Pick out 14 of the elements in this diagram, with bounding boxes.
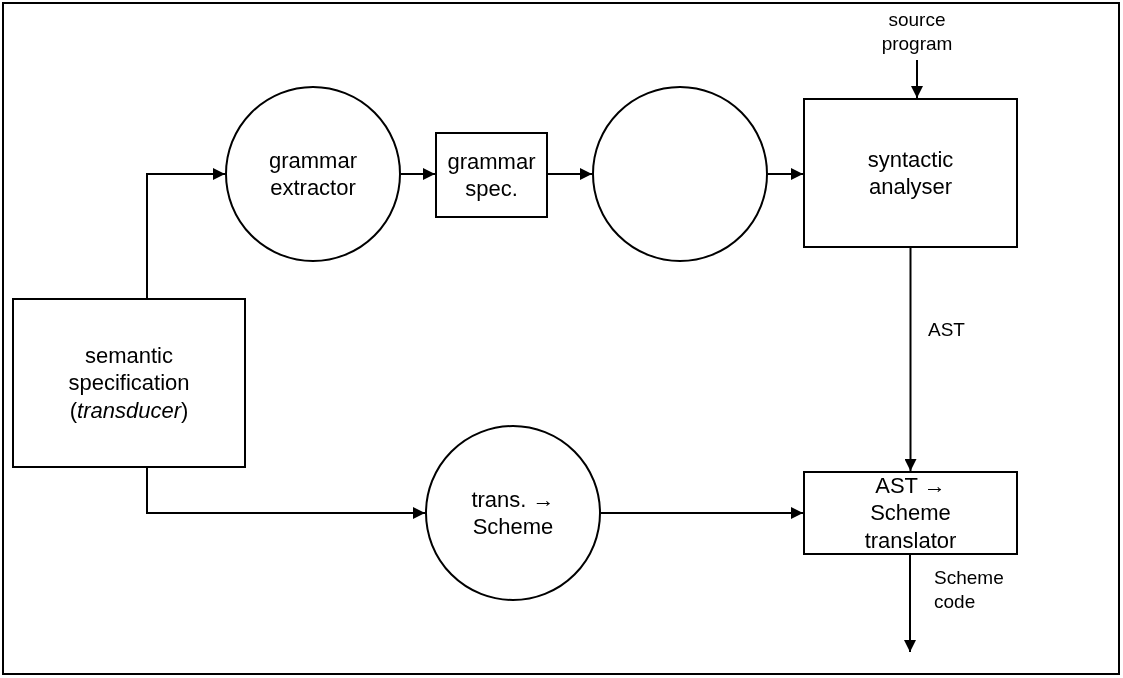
arrow bbox=[547, 168, 593, 180]
arrow bbox=[400, 168, 436, 180]
arrow bbox=[767, 168, 804, 180]
arrow bbox=[904, 247, 917, 472]
arrow bbox=[904, 554, 916, 653]
arrow bbox=[146, 467, 426, 519]
process-box: semantic specification (transducer) bbox=[12, 298, 246, 468]
arrow bbox=[600, 507, 804, 519]
input-label: source program bbox=[862, 4, 972, 60]
process-box: grammar spec. bbox=[435, 132, 548, 218]
process-box: AST → Scheme translator bbox=[803, 471, 1018, 555]
arrow bbox=[911, 59, 923, 99]
arrow bbox=[146, 168, 226, 299]
process-box: syntactic analyser bbox=[803, 98, 1018, 248]
